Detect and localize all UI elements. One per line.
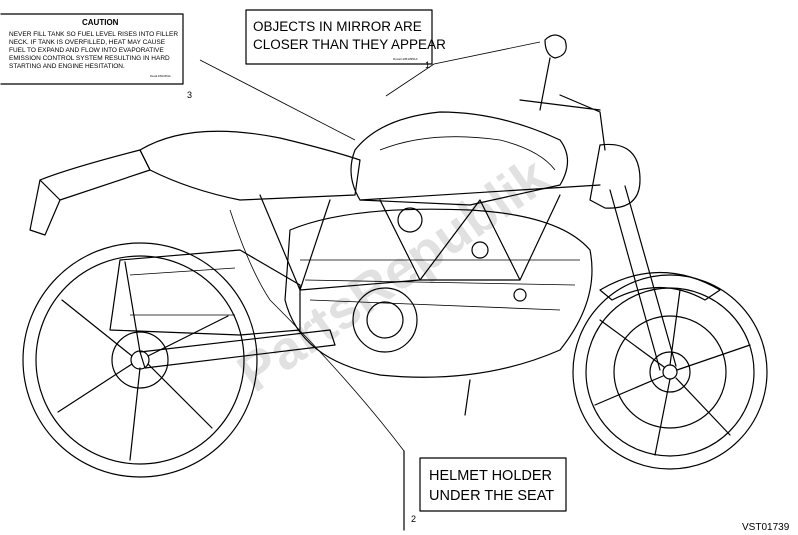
- helmet-line-2: UNDER THE SEAT: [429, 488, 554, 504]
- leader-lines: [199, 41, 541, 452]
- helmet-callout-number: 2: [411, 514, 416, 524]
- figure-code: VST01739: [742, 522, 790, 533]
- watermark-text: PartsRepublik: [227, 146, 560, 404]
- kickstand: [464, 379, 471, 416]
- tail-light: [29, 179, 61, 236]
- mirror-line-2: CLOSER THAN THEY APPEAR: [253, 37, 446, 52]
- mirror-line-1: OBJECTS IN MIRROR ARE: [253, 19, 422, 34]
- engine: [284, 207, 593, 378]
- swingarm: [139, 329, 336, 369]
- caution-line-4: EMISSION CONTROL SYSTEM RESULTING IN HAR…: [9, 55, 170, 62]
- fuel-tank: [350, 111, 569, 206]
- caution-line-2: NECK. IF TANK IS OVERFILLED, HEAT MAY CA…: [9, 39, 166, 46]
- trellis-frame: [259, 184, 601, 291]
- handlebar: [519, 94, 606, 151]
- exhaust: [109, 249, 301, 336]
- caution-callout-number: 3: [187, 90, 192, 100]
- front-fork: [609, 185, 677, 371]
- caution-line-5: STARTING AND ENGINE HESITATION.: [9, 63, 125, 70]
- caution-title: CAUTION: [82, 18, 119, 27]
- rear-wheel: [22, 242, 258, 478]
- tail-section: [39, 149, 151, 201]
- helmet-label: HELMET HOLDER UNDER THE SEAT 2: [403, 450, 567, 531]
- caution-label: CAUTION NEVER FILL TANK SO FUEL LEVEL RI…: [0, 13, 192, 100]
- seat: [139, 130, 361, 201]
- caution-code: Ducati 43510351A: [150, 75, 171, 78]
- motorcycle-drawing: [22, 34, 768, 478]
- mirror-label: OBJECTS IN MIRROR ARE CLOSER THAN THEY A…: [245, 9, 446, 70]
- mirror-callout-number: 1: [425, 60, 430, 70]
- front-fender: [599, 271, 721, 301]
- helmet-line-1: HELMET HOLDER: [429, 468, 552, 484]
- headlight: [589, 143, 641, 209]
- front-wheel: [572, 274, 768, 470]
- caution-line-3: FUEL TO EXPAND AND FLOW INTO EVAPORATIVE: [9, 47, 164, 54]
- caution-line-1: NEVER FILL TANK SO FUEL LEVEL RISES INTO…: [9, 31, 178, 38]
- mirror-code: Ducati 43510951A: [393, 57, 418, 61]
- watermark: PartsRepublik: [227, 146, 560, 404]
- mirror: [539, 34, 567, 111]
